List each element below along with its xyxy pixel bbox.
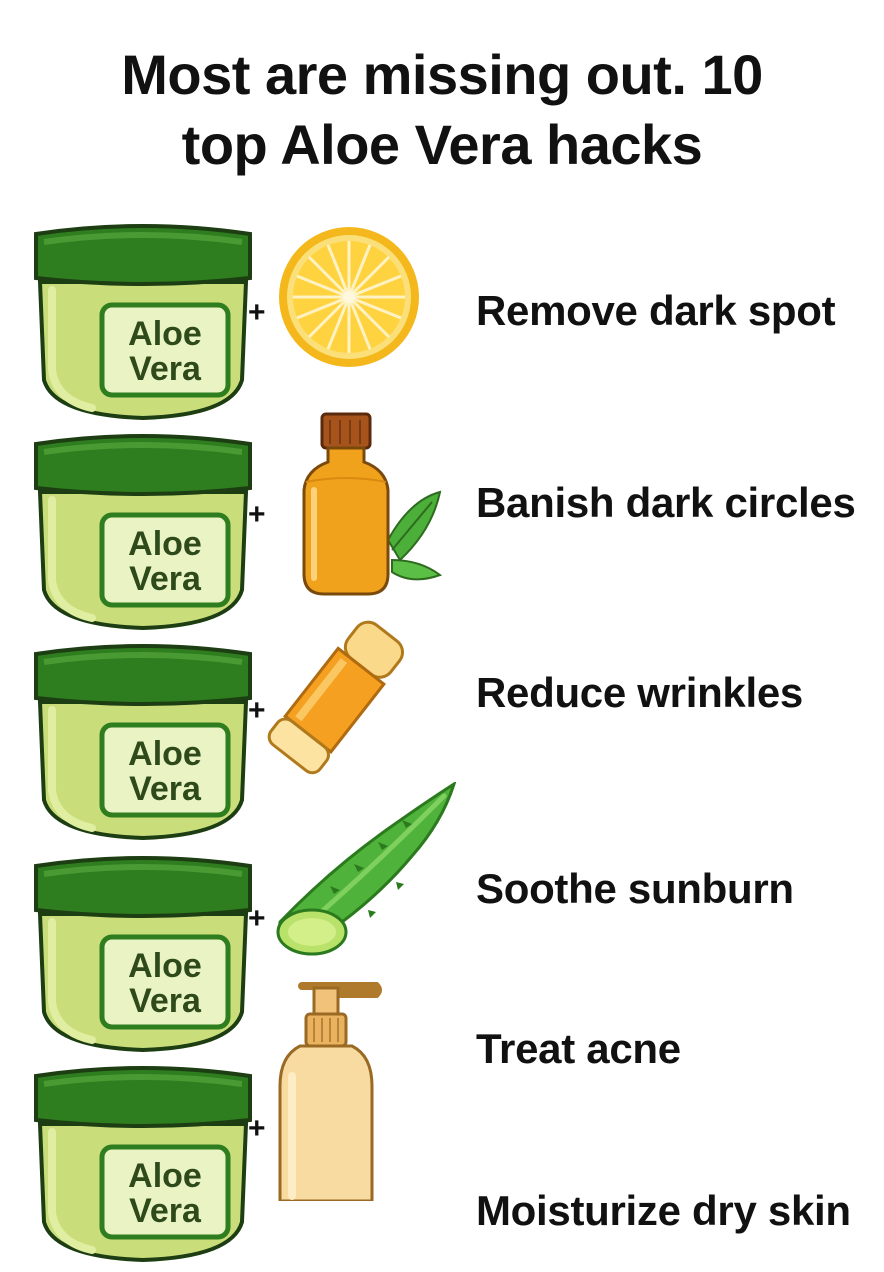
jar-label-line-2: Vera — [129, 350, 202, 388]
hack-row-2: Aloe Vera + Banish dark circles — [0, 412, 884, 640]
hack-row-3: Aloe Vera + Reduce wrinkles — [0, 620, 884, 850]
jar-label-line-1: Aloe — [128, 1157, 202, 1195]
jar-label-line-2: Vera — [129, 560, 202, 598]
lemon-slice-icon — [279, 227, 419, 367]
aloe-vera-jar-icon: Aloe Vera — [34, 644, 252, 840]
page-title: Most are missing out. 10 top Aloe Vera h… — [0, 40, 884, 180]
jar-label-line-1: Aloe — [128, 735, 202, 773]
oil-bottle-icon — [302, 412, 442, 596]
aloe-leaf-icon — [276, 782, 457, 956]
hack-row-1: Aloe Vera + Remove dark spot — [0, 220, 884, 430]
plus-sign: + — [248, 902, 266, 935]
benefit-text-2: Banish dark circles — [476, 479, 856, 526]
lip-balm-icon — [267, 620, 404, 775]
hack-row-5: Aloe Vera + Treat acne Moisturize dry sk… — [0, 982, 884, 1272]
benefit-text-1: Remove dark spot — [476, 287, 836, 334]
jar-label-line-2: Vera — [129, 1192, 202, 1230]
aloe-vera-jar-icon: Aloe Vera — [34, 1066, 252, 1262]
title-line-1: Most are missing out. 10 — [121, 43, 763, 106]
benefit-text-4: Soothe sunburn — [476, 865, 794, 912]
benefit-text-3: Reduce wrinkles — [476, 669, 803, 716]
benefit-text-6: Moisturize dry skin — [476, 1187, 851, 1234]
jar-label-line-1: Aloe — [128, 525, 202, 563]
aloe-vera-jar-icon: Aloe Vera — [34, 224, 252, 420]
jar-label-line-2: Vera — [129, 982, 202, 1020]
plus-sign: + — [248, 694, 266, 727]
jar-label-line-1: Aloe — [128, 947, 202, 985]
plus-sign: + — [248, 1112, 266, 1145]
hack-row-4: Aloe Vera + Soothe sunburn — [0, 782, 884, 1062]
aloe-vera-jar-icon: Aloe Vera — [34, 856, 252, 1052]
title-line-2: top Aloe Vera hacks — [181, 113, 703, 176]
plus-sign: + — [248, 498, 266, 531]
plus-sign: + — [248, 296, 266, 329]
pump-bottle-icon — [278, 982, 382, 1201]
aloe-vera-jar-icon: Aloe Vera — [34, 434, 252, 630]
jar-label-line-2: Vera — [129, 770, 202, 808]
benefit-text-5: Treat acne — [476, 1025, 681, 1072]
jar-label-line-1: Aloe — [128, 315, 202, 353]
